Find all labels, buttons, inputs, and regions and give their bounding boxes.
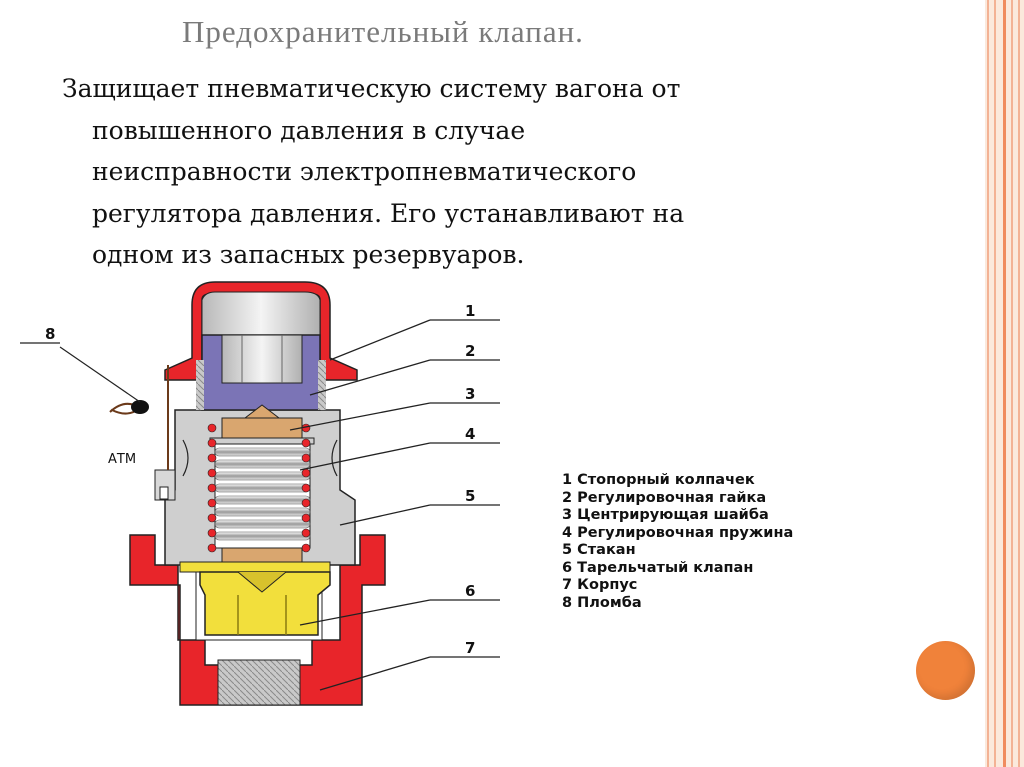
legend-item: 4 Регулировочная пружина [562, 524, 794, 541]
atm-label: АТМ [108, 452, 136, 467]
legend-item: 3 Центрирующая шайба [562, 507, 769, 523]
parts-legend: 1 Стопорный колпачек 2 Регулировочная га… [562, 472, 902, 612]
leader-lines [20, 319, 500, 691]
body-line: неисправности электропневматического [92, 157, 637, 186]
disc-valve [179, 547, 331, 636]
body-line: Защищает пневматическую систему вагона о… [62, 74, 681, 103]
callout-6: 6 [465, 582, 475, 600]
callout-3: 3 [465, 385, 475, 403]
callout-7: 7 [465, 639, 475, 657]
slide-title: Предохранительный клапан. [182, 14, 584, 49]
body-text: Защищает пневматическую систему вагона о… [62, 68, 862, 276]
callout-4: 4 [465, 425, 475, 443]
body-line: повышенного давления в случае [92, 115, 526, 145]
callout-8: 8 [45, 325, 55, 343]
legend-item: 6 Тарельчатый клапан [562, 559, 754, 576]
seal [59, 346, 169, 470]
callout-1: 1 [465, 302, 475, 320]
adjusting-spring [182, 423, 338, 553]
legend-item: 7 Корпус [562, 577, 638, 593]
valve-diagram: 1 2 3 4 5 6 7 8 АТМ [20, 281, 500, 706]
stop-cap [164, 281, 358, 381]
legend-item: 1 Стопорный колпачек [562, 472, 755, 488]
legend-item: 8 Пломба [562, 594, 642, 611]
legend-item: 5 Стакан [562, 542, 636, 558]
legend-item: 2 Регулировочная гайка [562, 489, 767, 506]
callout-5: 5 [465, 487, 475, 505]
body-line: одном из запасных резервуаров. [92, 240, 525, 269]
adjusting-nut [196, 334, 326, 411]
callout-2: 2 [465, 342, 475, 360]
body-line: регулятора давления. Его устанавливают н… [92, 198, 685, 228]
decorative-circle [916, 641, 975, 700]
